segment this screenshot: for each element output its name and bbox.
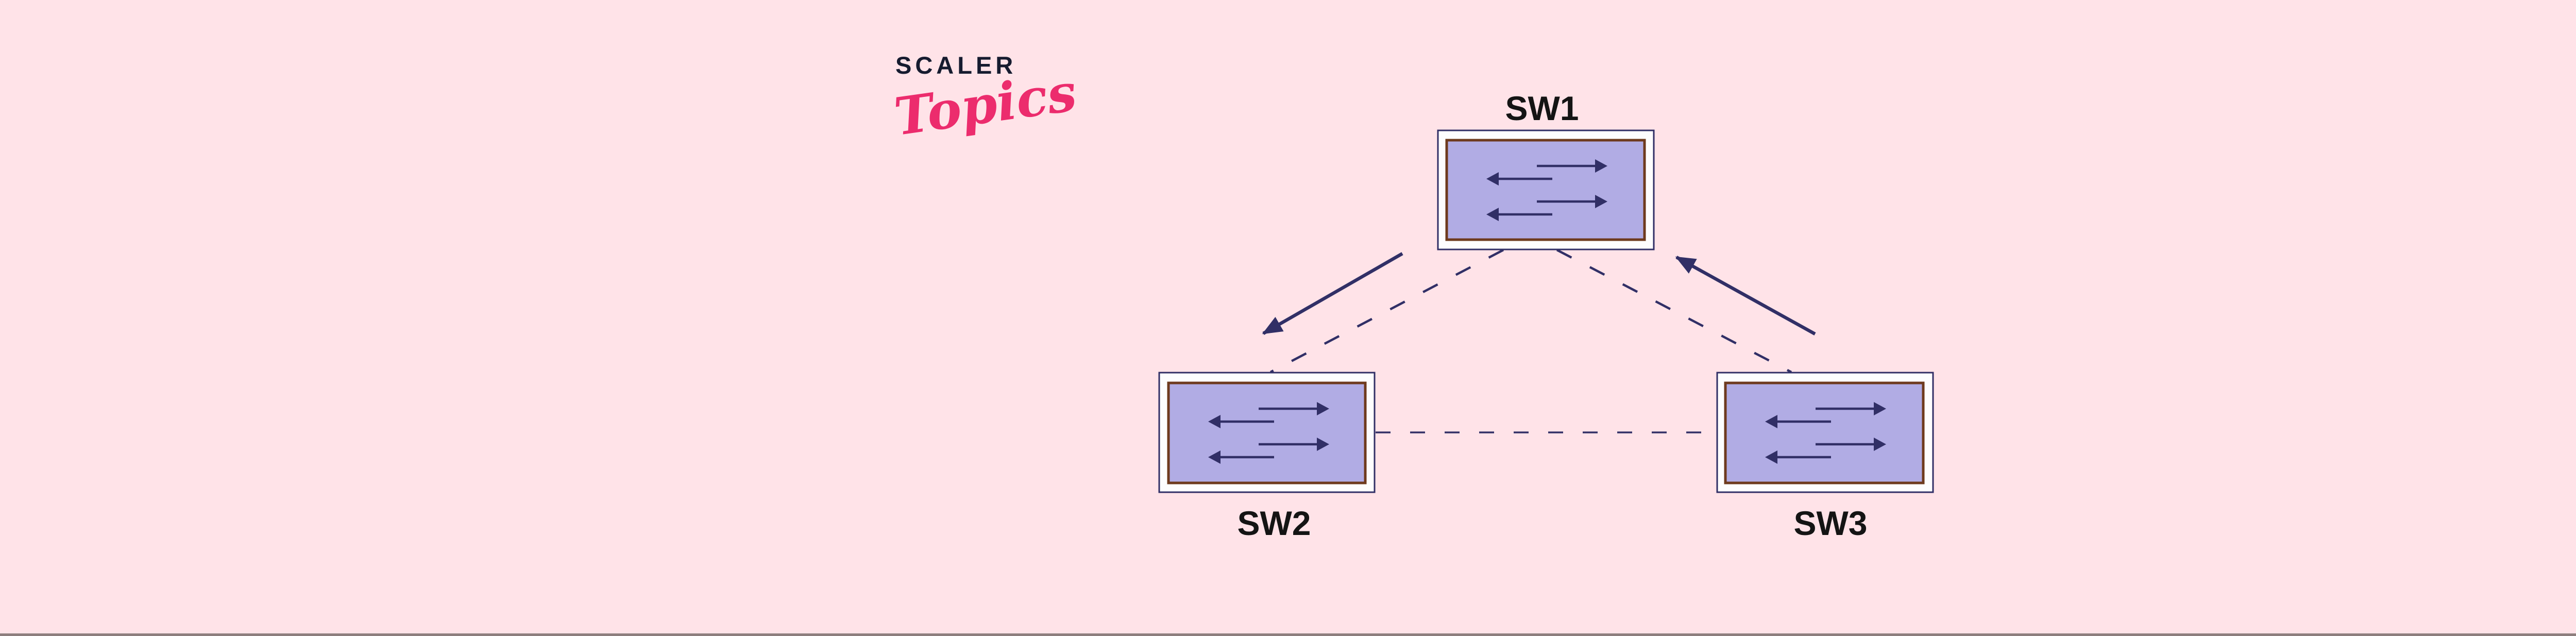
links (1262, 249, 1816, 433)
switch-sw3: SW3 (1716, 372, 1934, 542)
bottom-divider (0, 633, 2576, 636)
switch-sw1-screen (1445, 139, 1646, 241)
link-sw1-sw3-dashed (1556, 249, 1792, 373)
scaler-topics-logo: SCALER Topics (891, 52, 1080, 147)
switch-sw1: SW1 (1437, 89, 1655, 250)
switch-sw2-label: SW2 (1237, 504, 1311, 542)
arrow-to-sw1 (1675, 256, 1816, 336)
arrow-to-sw2 (1262, 252, 1403, 335)
logo-brand-text: SCALER (895, 52, 1017, 79)
switch-sw3-screen (1724, 381, 1925, 484)
link-sw1-sw2-dashed (1269, 249, 1504, 373)
switch-sw2-screen (1167, 381, 1367, 484)
switch-sw2: SW2 (1158, 372, 1376, 542)
switch-sw3-label: SW3 (1793, 504, 1867, 542)
switch-sw1-label: SW1 (1505, 89, 1579, 127)
